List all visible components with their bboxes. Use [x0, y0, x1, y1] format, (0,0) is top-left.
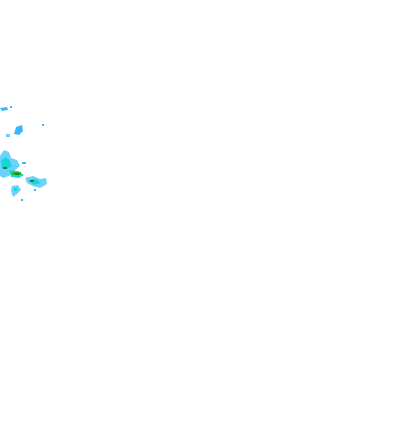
radar-cell	[30, 180, 34, 182]
radar-cell-cluster-main	[0, 150, 26, 178]
radar-cell	[14, 188, 17, 191]
radar-cell-cluster-top	[0, 106, 44, 137]
radar-cell	[42, 124, 44, 126]
radar-cell	[34, 189, 36, 191]
radar-cell	[3, 167, 7, 169]
radar-cell	[21, 199, 23, 201]
radar-cell	[0, 107, 8, 111]
radar-cell	[15, 173, 19, 175]
radar-cell-cluster-east	[25, 176, 47, 191]
radar-cell	[22, 162, 26, 164]
radar-cell	[6, 134, 10, 137]
radar-cell-cluster-south	[11, 185, 23, 201]
radar-cell	[14, 125, 23, 135]
radar-cell	[10, 106, 12, 108]
radar-cell	[1, 157, 12, 169]
